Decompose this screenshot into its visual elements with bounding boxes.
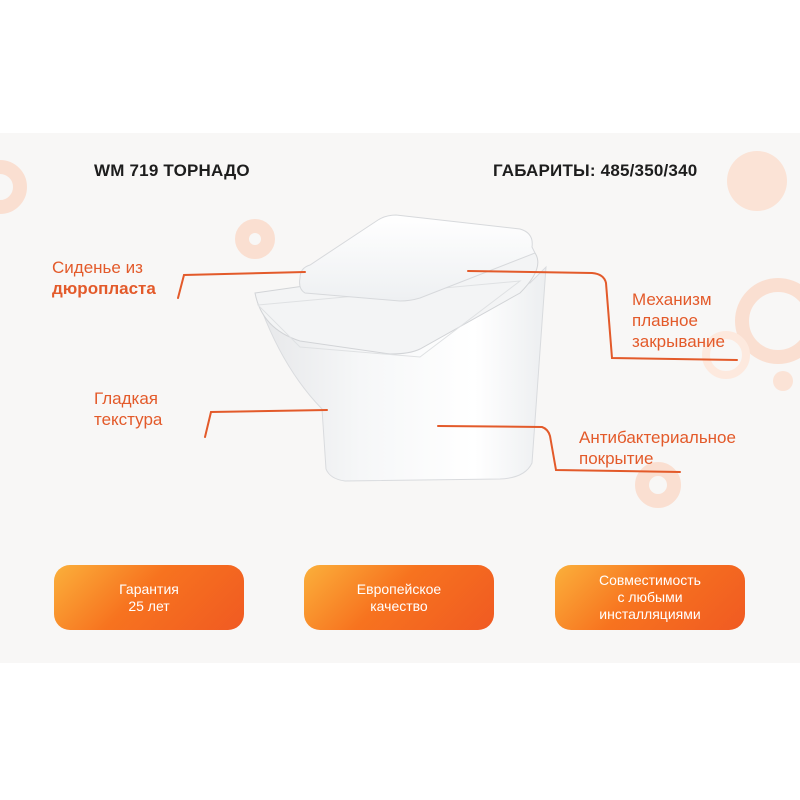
feature-mechanism-line1: Механизм xyxy=(632,290,712,309)
feature-coating-label: Антибактериальное покрытие xyxy=(579,427,736,469)
warranty-badge-line1: Гарантия xyxy=(119,580,179,597)
decorative-circles xyxy=(0,151,800,508)
feature-coating-line2: покрытие xyxy=(579,449,654,468)
compatibility-badge-line3: инсталляциями xyxy=(599,606,701,622)
quality-badge-line2: качество xyxy=(370,597,428,614)
warranty-badge: Гарантия 25 лет xyxy=(54,565,244,630)
feature-seat-line1: Сиденье из xyxy=(52,258,143,277)
feature-coating-line1: Антибактериальное xyxy=(579,428,736,447)
feature-texture-line2: текстура xyxy=(94,410,163,429)
feature-mechanism-line3: закрывание xyxy=(632,332,725,351)
feature-mechanism-line2: плавное xyxy=(632,311,698,330)
feature-mechanism-label: Механизм плавное закрывание xyxy=(632,289,725,352)
dimensions-title: ГАБАРИТЫ: 485/350/340 xyxy=(493,161,698,180)
feature-seat-line2: дюропласта xyxy=(52,279,156,298)
feature-texture-line1: Гладкая xyxy=(94,389,159,408)
feature-texture-label: Гладкая текстура xyxy=(94,388,162,430)
product-panel: WM 719 ТОРНАДО ГАБАРИТЫ: 485/350/340 xyxy=(0,133,800,663)
feature-seat-label: Сиденье из дюропласта xyxy=(52,257,156,299)
compatibility-badge: Совместимость с любыми инсталляциями xyxy=(555,565,745,630)
leader-lines xyxy=(177,270,738,473)
warranty-badge-line2: 25 лет xyxy=(128,597,170,614)
compatibility-badge-line2: с любыми xyxy=(617,589,683,605)
quality-badge-line1: Европейское xyxy=(356,580,442,597)
wall-hung-toilet-image xyxy=(254,214,547,482)
quality-badge: Европейское качество xyxy=(304,565,494,630)
model-title: WM 719 ТОРНАДО xyxy=(94,161,250,180)
compatibility-badge-line1: Совместимость xyxy=(599,572,701,588)
